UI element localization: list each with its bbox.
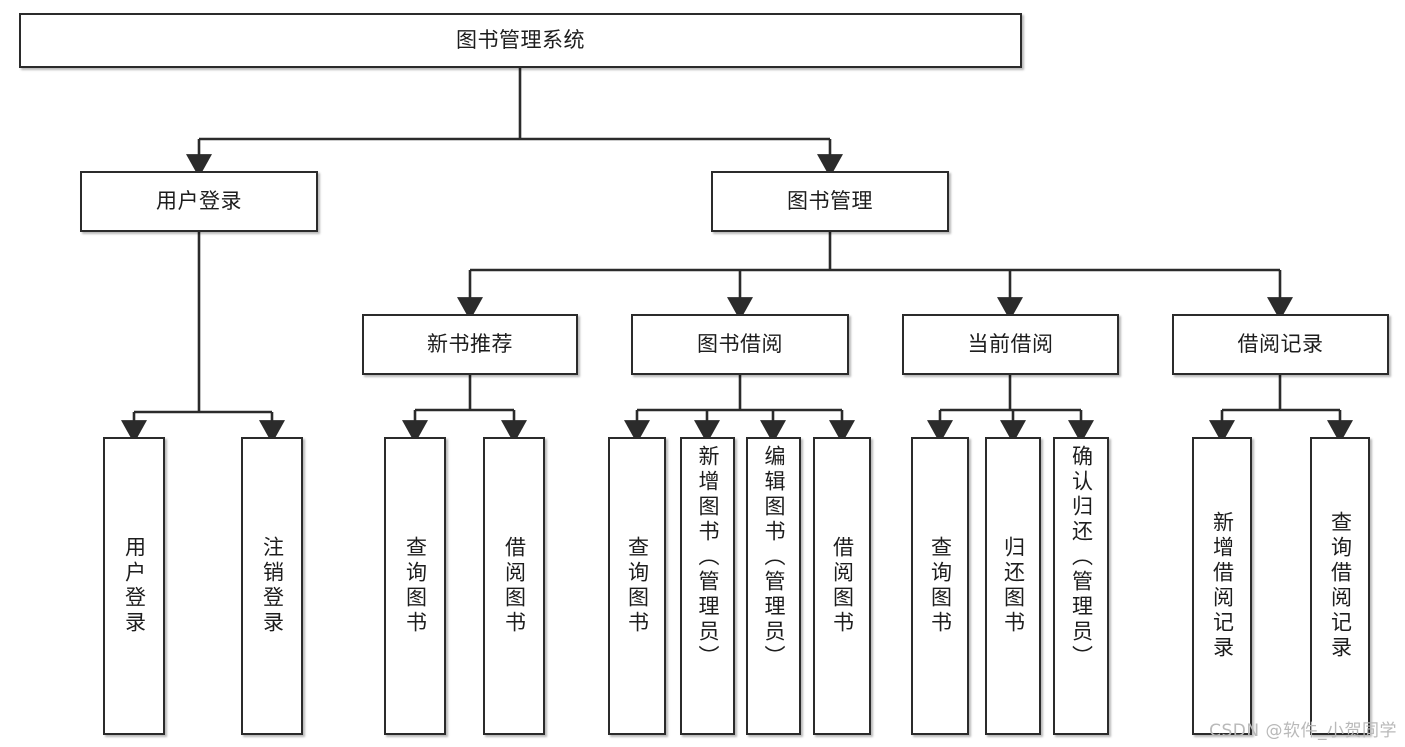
node-leaf-return-book[interactable]: 归还图书: [985, 437, 1041, 735]
node-borrow-record[interactable]: 借阅记录: [1172, 314, 1389, 375]
node-leaf-add-book-admin[interactable]: 新增图书（管理员）: [680, 437, 735, 735]
node-leaf-confirm-return-admin[interactable]: 确认归还（管理员）: [1053, 437, 1109, 735]
node-leaf-query-book-3[interactable]: 查询图书: [911, 437, 969, 735]
node-leaf-query-book-2[interactable]: 查询图书: [608, 437, 666, 735]
node-label: 新增图书（管理员）: [696, 445, 720, 670]
node-user-login[interactable]: 用户登录: [80, 171, 318, 232]
node-label: 借阅图书: [830, 536, 855, 636]
node-label: 新增借阅记录: [1210, 511, 1235, 661]
node-leaf-logout-login[interactable]: 注销登录: [241, 437, 303, 735]
node-label: 查询图书: [403, 536, 428, 636]
node-leaf-user-login[interactable]: 用户登录: [103, 437, 165, 735]
node-label: 查询借阅记录: [1328, 511, 1353, 661]
node-label: 新书推荐: [427, 331, 513, 356]
node-label: 当前借阅: [967, 331, 1054, 356]
node-label: 图书管理系统: [456, 27, 585, 52]
node-label: 注销登录: [260, 536, 285, 636]
node-label: 图书管理: [787, 188, 873, 213]
node-label: 图书借阅: [697, 331, 783, 356]
node-new-book-recommend[interactable]: 新书推荐: [362, 314, 578, 375]
node-label: 查询图书: [625, 536, 650, 636]
node-leaf-borrow-book-1[interactable]: 借阅图书: [483, 437, 545, 735]
node-label: 借阅记录: [1237, 331, 1324, 356]
node-leaf-add-borrow-record[interactable]: 新增借阅记录: [1192, 437, 1252, 735]
node-label: 借阅图书: [502, 536, 527, 636]
node-leaf-query-book-1[interactable]: 查询图书: [384, 437, 446, 735]
node-leaf-borrow-book-2[interactable]: 借阅图书: [813, 437, 871, 735]
node-label: 归还图书: [1001, 536, 1026, 636]
node-label: 编辑图书（管理员）: [762, 445, 786, 670]
node-current-borrow[interactable]: 当前借阅: [902, 314, 1119, 375]
node-root-system[interactable]: 图书管理系统: [19, 13, 1022, 68]
node-label: 查询图书: [928, 536, 953, 636]
node-book-manage[interactable]: 图书管理: [711, 171, 949, 232]
node-leaf-query-borrow-record[interactable]: 查询借阅记录: [1310, 437, 1370, 735]
node-book-borrow[interactable]: 图书借阅: [631, 314, 849, 375]
node-label: 用户登录: [156, 188, 242, 213]
node-label: 用户登录: [122, 536, 147, 636]
node-leaf-edit-book-admin[interactable]: 编辑图书（管理员）: [746, 437, 801, 735]
watermark-text: CSDN @软件_小贺同学: [1209, 721, 1397, 741]
node-label: 确认归还（管理员）: [1069, 445, 1094, 670]
